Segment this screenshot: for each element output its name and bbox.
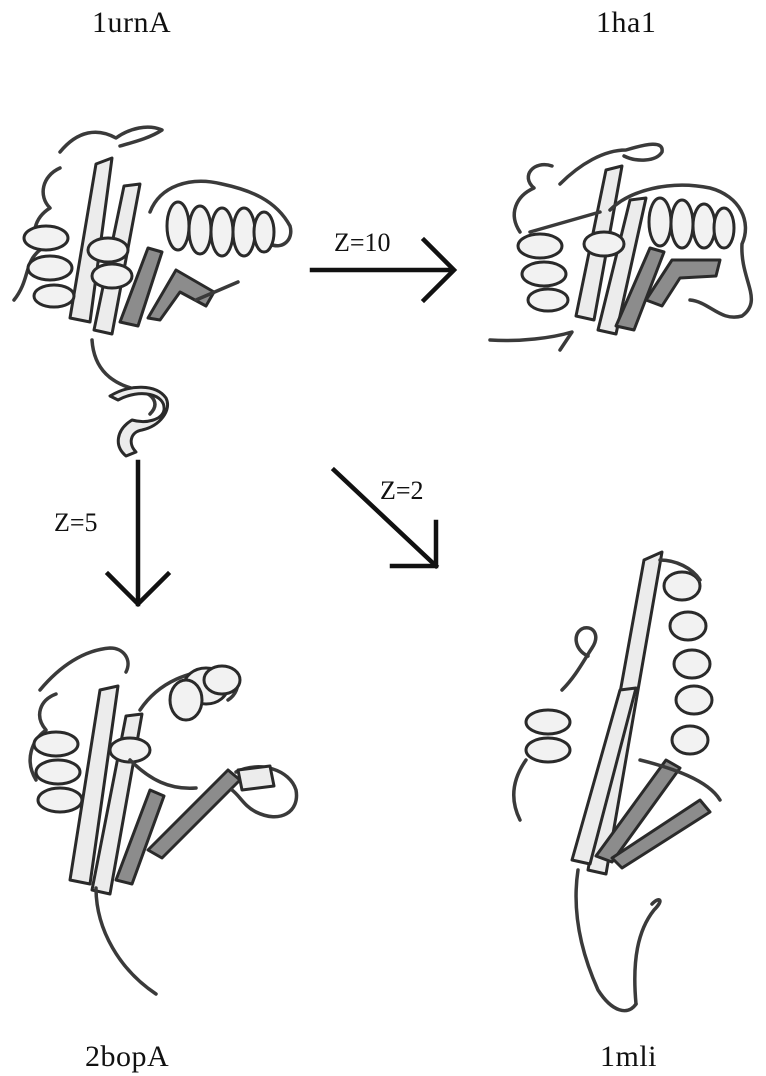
arrow-z5 (108, 462, 168, 604)
protein-structure-1urnA (14, 127, 291, 456)
arrow-z2 (334, 470, 436, 566)
protein-structure-1mli (514, 552, 720, 1011)
protein-structure-2bopA (30, 648, 296, 994)
arrow-z10 (312, 240, 454, 300)
protein-structure-1ha1 (490, 144, 751, 350)
